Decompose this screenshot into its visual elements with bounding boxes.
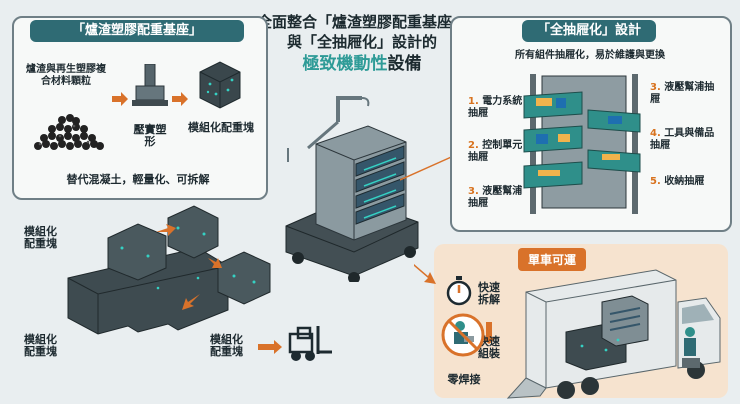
press-label: 壓實塑形 <box>133 123 167 148</box>
drawer-cabinet <box>523 74 641 214</box>
drawer-item-5: 5. 收納抽屜 <box>650 176 720 188</box>
material-label: 爐渣與再生塑膠複合材料顆粒 <box>26 64 106 87</box>
connector-line <box>400 153 459 181</box>
arrow-icon <box>258 340 282 354</box>
modular-base-illustration <box>67 205 271 335</box>
stopwatch-icon <box>446 276 472 306</box>
headline-line2: 與「全抽屜化」設計的 <box>286 33 437 51</box>
drawer-item-number: 2. <box>468 140 479 151</box>
no-welding-icon <box>441 313 485 357</box>
arrow-icon <box>112 92 128 106</box>
drawer-item-text: 電力系統抽屜 <box>468 96 523 119</box>
drawer-item-number: 3. <box>650 82 661 93</box>
zero-welding-label: 零焊接 <box>447 373 481 386</box>
drawer-item-text: 液壓幫浦抽屜 <box>650 82 715 105</box>
drawer-item-1: 1. 電力系統抽屜 <box>468 96 528 120</box>
block-label-left: 模組化配重塊 <box>24 333 57 358</box>
drawer-item-3-left: 3. 液壓幫浦抽屜 <box>468 186 528 210</box>
truck-illustration <box>506 269 721 399</box>
press-icon <box>132 64 168 106</box>
block-label: 模組化配重塊 <box>188 121 254 134</box>
headline-rest: 設備 <box>387 54 422 74</box>
drawer-item-number: 3. <box>468 186 479 197</box>
drawer-item-text: 控制單元抽屜 <box>468 140 523 163</box>
pellet-pile-icon <box>34 114 104 150</box>
arrow-icon <box>172 92 188 106</box>
headline-line1: 全面整合「爐渣塑膠配重基座」 <box>256 13 467 31</box>
drawer-design-title: 「全抽屜化」設計 <box>522 20 656 42</box>
arrow-icon <box>414 264 436 284</box>
weight-block-icon <box>199 61 241 109</box>
mobile-rack-machine <box>285 96 419 282</box>
cycle-arrow-icon <box>482 322 496 344</box>
drawer-item-number: 4. <box>650 128 661 139</box>
fast-disassemble-label: 快速拆解 <box>478 281 500 306</box>
drawer-item-3-right: 3. 液壓幫浦抽屜 <box>650 82 720 106</box>
drawer-item-text: 工具與備品抽屜 <box>650 128 715 151</box>
forklift-icon <box>288 326 332 361</box>
headline: 全面整合「爐渣塑膠配重基座」 與「全抽屜化」設計的 極致機動性設備 <box>246 12 478 76</box>
drawer-item-text: 收納抽屜 <box>664 176 705 187</box>
drawer-item-number: 5. <box>650 176 661 187</box>
slag-base-caption: 替代混凝土，輕量化、可拆解 <box>66 173 210 186</box>
drawer-item-text: 液壓幫浦抽屜 <box>468 186 523 209</box>
headline-line3: 極致機動性設備 <box>246 52 478 76</box>
slag-base-panel <box>12 16 268 200</box>
drawer-item-number: 1. <box>468 96 479 107</box>
slag-base-panel-title: 「爐渣塑膠配重基座」 <box>30 20 244 42</box>
headline-accent: 極致機動性 <box>302 54 388 74</box>
block-label-bottom: 模組化配重塊 <box>210 333 243 358</box>
block-label-top: 模組化配重塊 <box>24 225 57 250</box>
drawer-design-subtitle: 所有組件抽屜化，易於維護與更換 <box>515 50 665 61</box>
truck-panel-tag: 單車可運 <box>518 248 587 271</box>
drawer-item-4: 4. 工具與備品抽屜 <box>650 128 722 152</box>
drawer-item-2: 2. 控制單元抽屜 <box>468 140 528 164</box>
